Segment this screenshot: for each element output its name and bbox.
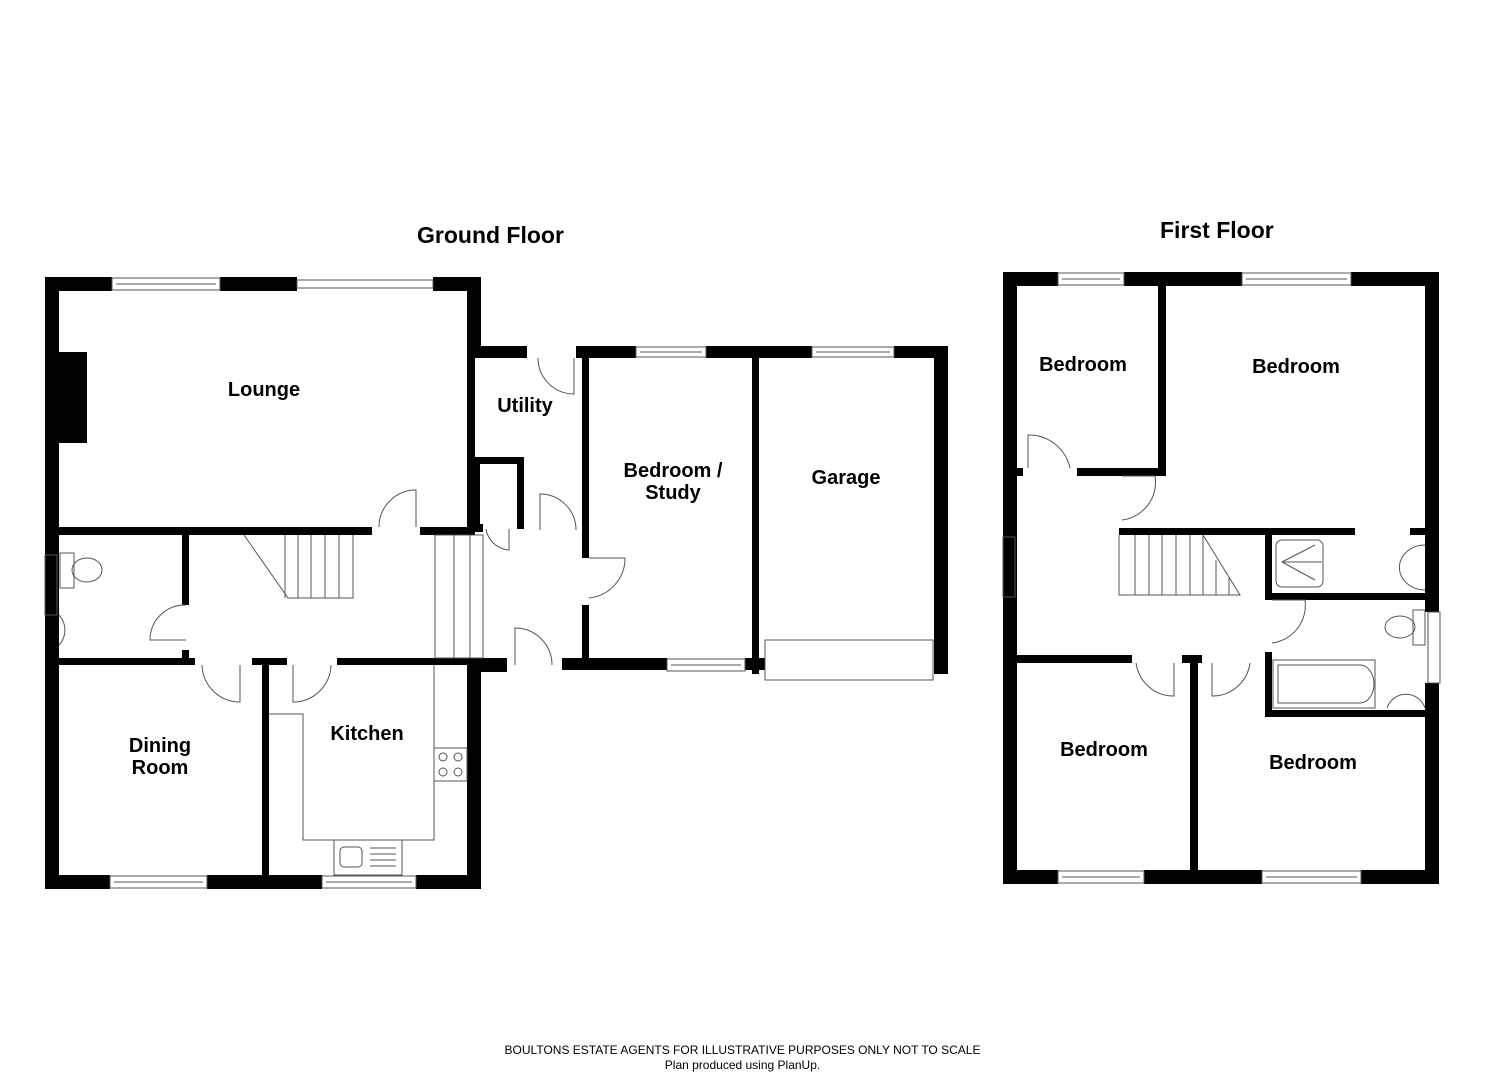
- room-label-utility: Utility: [497, 395, 553, 417]
- first-floor-walls: [1003, 272, 1439, 884]
- room-label-bedroom-study: Bedroom / Study: [623, 460, 723, 504]
- room-label-garage: Garage: [811, 467, 881, 489]
- room-label-bedroom-small: Bedroom: [1039, 354, 1127, 376]
- ground-floor-walls: [45, 277, 948, 889]
- first-floor-title: First Floor: [1160, 217, 1274, 243]
- ground-floor-fixtures: [44, 277, 934, 889]
- room-label-dining-room: Dining Room: [128, 735, 192, 779]
- first-floor-fixtures: [1002, 272, 1441, 884]
- room-label-bedroom-master: Bedroom: [1252, 356, 1340, 378]
- room-label-bedroom-rear-left: Bedroom: [1060, 739, 1148, 761]
- room-label-bedroom-rear-right: Bedroom: [1269, 752, 1357, 774]
- ground-floor-title: Ground Floor: [417, 222, 564, 248]
- footer-credit: Plan produced using PlanUp.: [664, 1058, 821, 1072]
- footer-disclaimer: BOULTONS ESTATE AGENTS FOR ILLUSTRATIVE …: [504, 1043, 981, 1057]
- room-label-lounge: Lounge: [227, 379, 301, 401]
- room-label-kitchen: Kitchen: [330, 723, 404, 745]
